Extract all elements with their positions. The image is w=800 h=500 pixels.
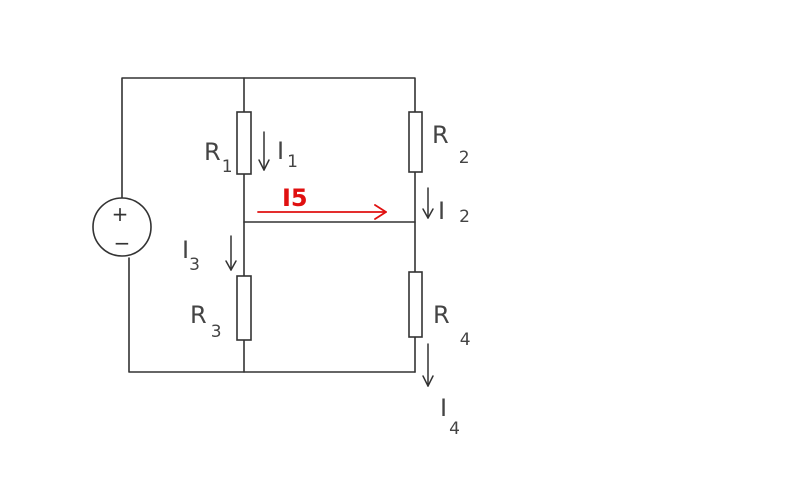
label-i3-sub: 3 — [189, 255, 200, 275]
arrow-i3-head — [225, 260, 237, 271]
label-i2-main: I — [438, 197, 445, 225]
arrow-i5-head — [374, 204, 387, 220]
label-r2: R2 — [432, 121, 470, 168]
label-i1-sub: 1 — [287, 152, 298, 172]
source-minus-sign: − — [114, 231, 131, 255]
arrow-i3 — [225, 235, 237, 271]
resistor-r4 — [408, 271, 423, 338]
label-i3: I3 — [182, 236, 200, 275]
arrow-i2 — [422, 187, 434, 219]
label-r2-sub: 2 — [459, 148, 470, 168]
label-i5: I5 — [282, 184, 308, 212]
arrow-i1-head — [258, 159, 270, 171]
label-i2-sub: 2 — [459, 207, 470, 227]
arrow-i5 — [257, 204, 387, 220]
voltage-source: + − — [92, 197, 152, 257]
label-r1-sub: 1 — [222, 157, 233, 177]
arrow-i4-head — [422, 375, 434, 387]
label-i4: I4 — [440, 394, 460, 439]
label-i4-sub: 4 — [449, 419, 460, 439]
resistor-r1 — [236, 111, 252, 175]
resistor-r2 — [408, 111, 423, 173]
wire-bottom — [128, 257, 416, 373]
label-r3-sub: 3 — [211, 322, 222, 342]
arrow-i2-head — [422, 208, 434, 219]
label-i4-main: I — [440, 394, 447, 422]
label-r1: R1 — [204, 138, 233, 177]
label-r1-main: R — [204, 138, 221, 166]
wire-top-left — [121, 77, 416, 199]
label-r4: R4 — [433, 301, 471, 350]
label-i3-main: I — [182, 236, 189, 264]
label-r4-main: R — [433, 301, 450, 329]
arrow-i4 — [422, 343, 434, 387]
label-r3: R3 — [190, 301, 222, 342]
source-plus-sign: + — [112, 202, 129, 226]
label-r2-main: R — [432, 121, 449, 149]
label-r3-main: R — [190, 301, 207, 329]
voltage-source-circle — [92, 197, 152, 257]
label-r4-sub: 4 — [460, 330, 471, 350]
resistor-r3 — [236, 275, 252, 341]
wires — [121, 77, 416, 373]
label-i1-main: I — [277, 137, 284, 165]
arrow-i1 — [258, 131, 270, 171]
